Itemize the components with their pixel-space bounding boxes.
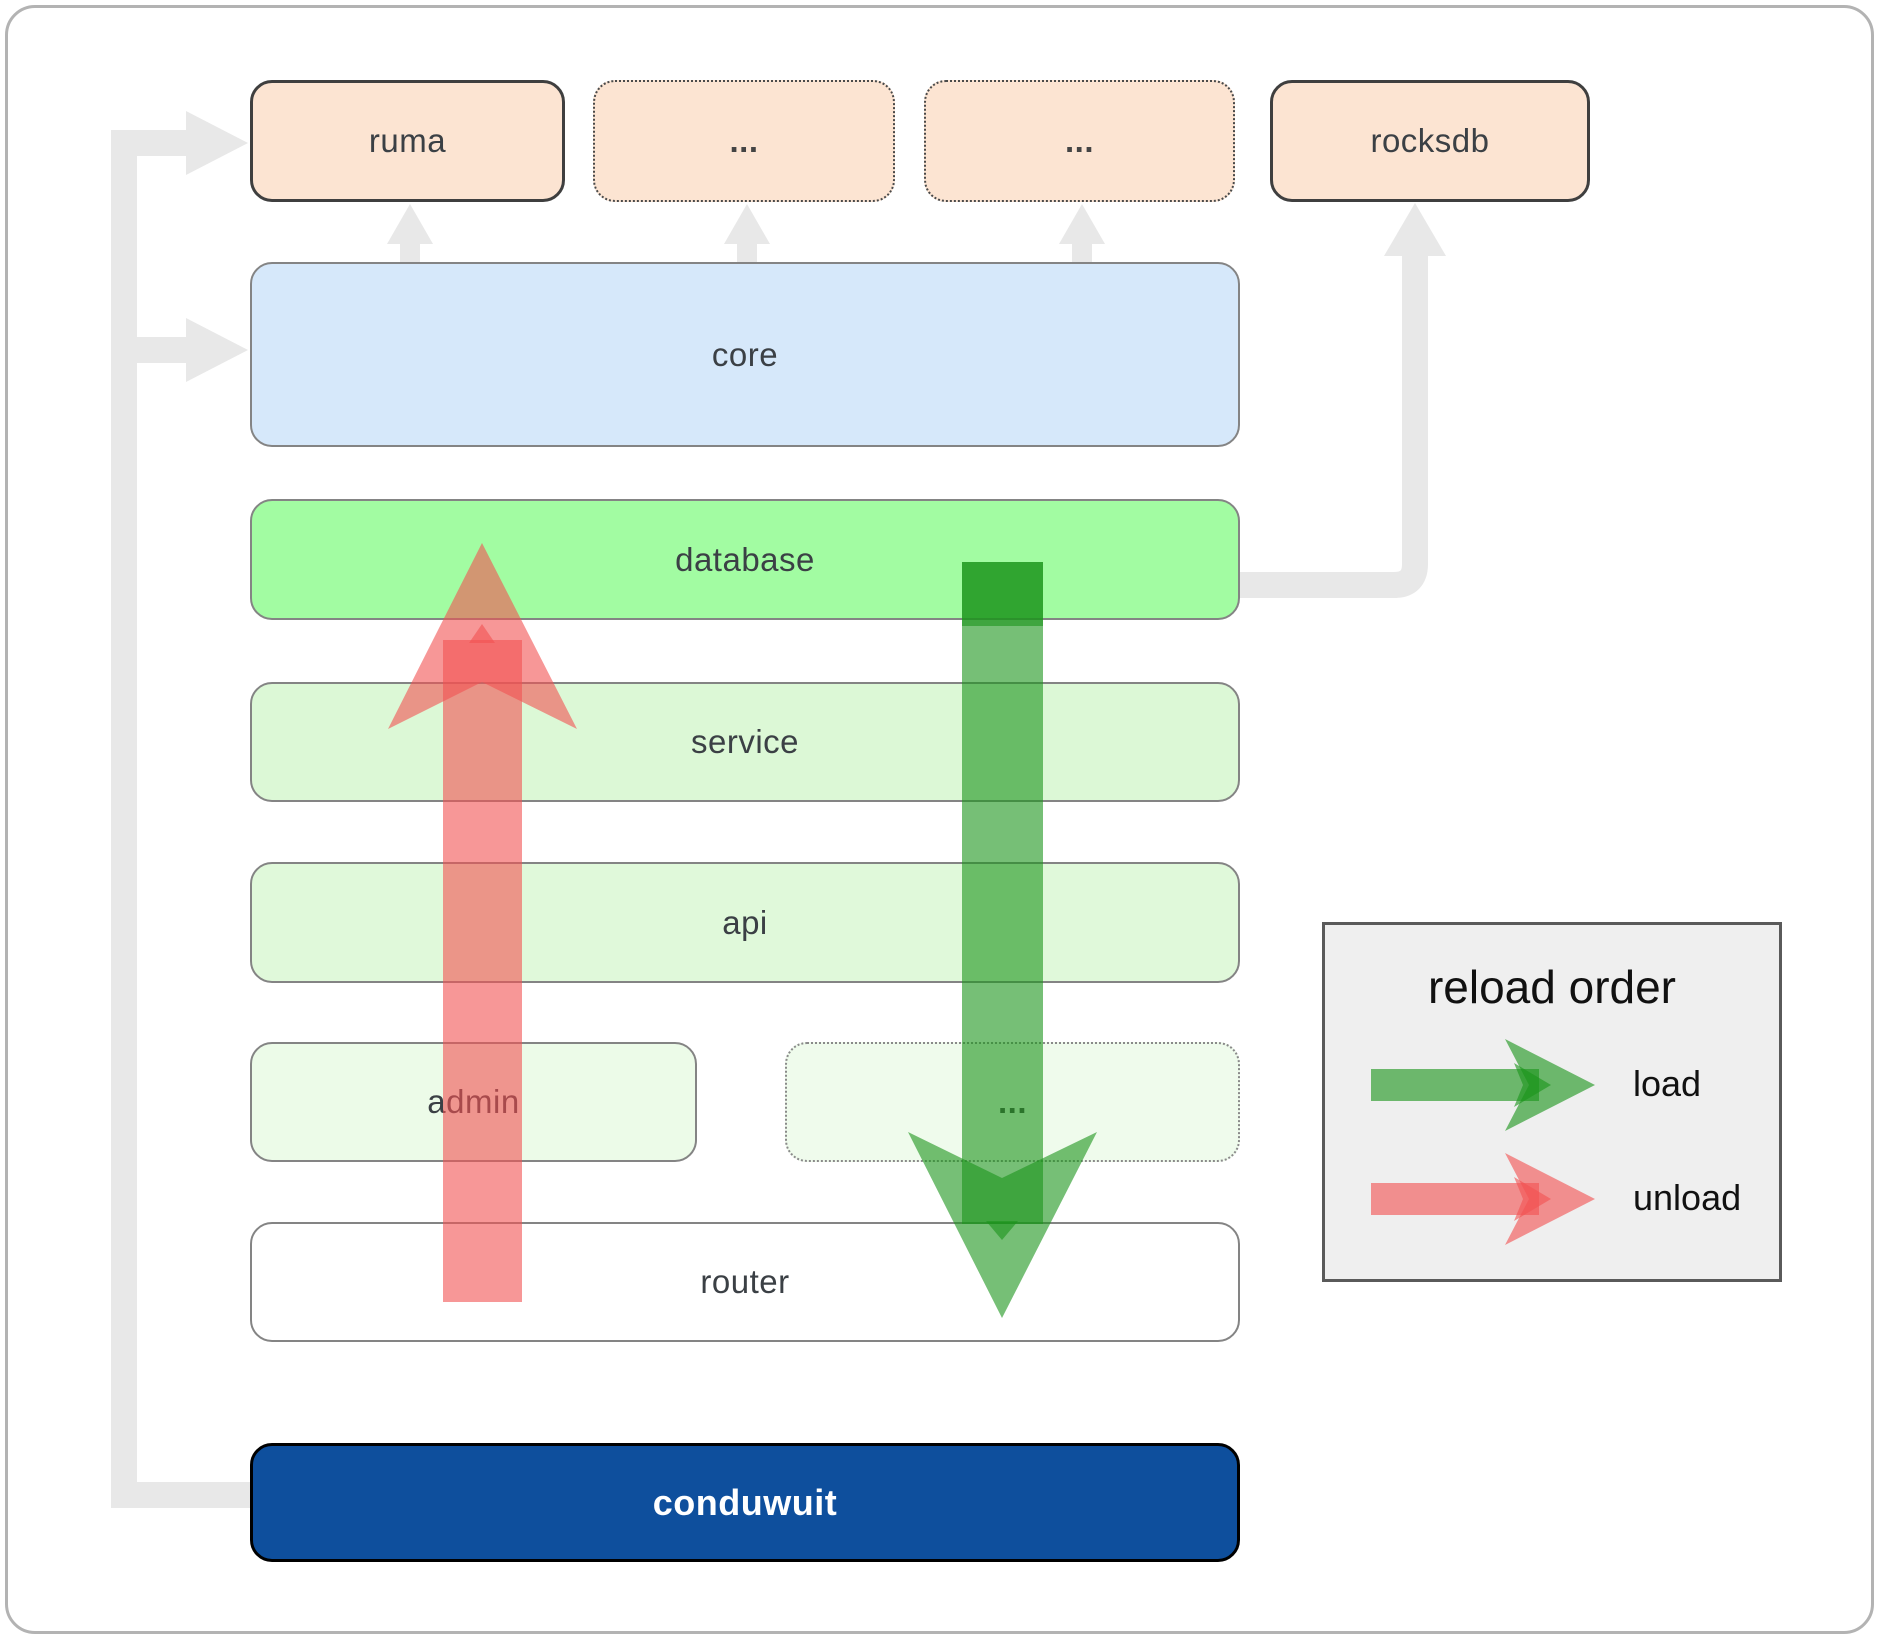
node-dependency-ellipsis-1-label: ... [729,122,759,159]
arrowhead-to-core-icon [186,318,248,382]
core-to-dots1-arrowhead-icon [724,204,770,244]
node-core-label: core [711,335,779,373]
node-service-label: service [690,723,800,760]
core-to-dots2-shaft [1072,242,1092,264]
node-ruma-label: ruma [368,122,447,159]
legend-load-label: load [1633,1063,1702,1104]
legend-load-arrow-icon [1371,1039,1595,1131]
arrowhead-to-rocksdb-icon [1384,203,1446,256]
node-rocksdb-label: rocksdb [1370,122,1490,159]
legend-unload-label: unload [1633,1177,1742,1218]
node-dependency-ellipsis-2: ... [924,80,1235,202]
node-service-ellipsis: ... [785,1042,1240,1162]
legend: reload order load unload [1322,922,1782,1282]
node-rocksdb: rocksdb [1270,80,1590,202]
node-core: core [250,262,1240,447]
node-service-ellipsis-label: ... [997,1083,1027,1120]
arrowhead-to-ruma-icon [186,111,248,175]
core-to-ruma-shaft [400,242,420,264]
node-router-label: router [700,1263,790,1300]
node-router: router [250,1222,1240,1342]
node-dependency-ellipsis-1: ... [593,80,895,202]
node-service: service [250,682,1240,802]
node-ruma: ruma [250,80,565,202]
legend-arrow-graphics [1371,1039,1595,1245]
core-to-ruma-arrowhead-icon [387,204,433,244]
node-conduwuit: conduwuit [250,1443,1240,1562]
node-conduwuit-label: conduwuit [652,1481,838,1523]
legend-unload-arrow-icon [1371,1153,1595,1245]
node-api: api [250,862,1240,983]
database-to-rocksdb-connector [1240,252,1428,598]
legend-title: reload order [1427,961,1677,1013]
node-dependency-ellipsis-2-label: ... [1064,122,1094,159]
node-admin: admin [250,1042,697,1162]
node-api-label: api [722,903,768,941]
conduwuit-trunk-connector [111,130,250,1508]
node-database: database [250,499,1240,620]
node-database-label: database [675,540,815,578]
core-to-dots1-shaft [737,242,757,264]
core-to-dots2-arrowhead-icon [1059,204,1105,244]
node-admin-label: admin [427,1083,520,1120]
